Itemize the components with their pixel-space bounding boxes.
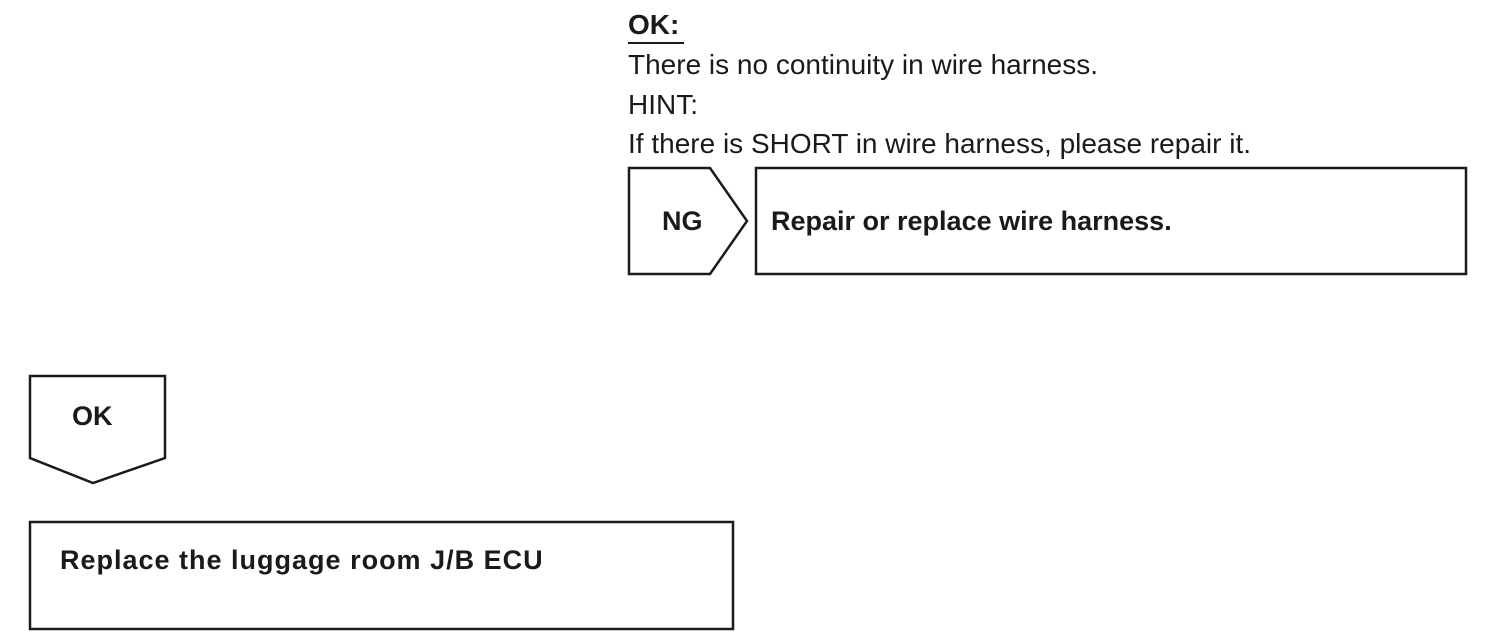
ok-condition-heading: OK:	[628, 9, 680, 40]
hint-label: HINT:	[628, 89, 698, 120]
hint-text: If there is SHORT in wire harness, pleas…	[628, 128, 1251, 159]
ng-action-box	[754, 166, 1468, 276]
ok-tag-shape	[28, 374, 167, 485]
ok-heading-underline	[628, 42, 684, 44]
ok-action-box	[28, 520, 735, 631]
ng-action-label: Repair or replace wire harness.	[771, 206, 1172, 236]
ok-action-label: Replace the luggage room J/B ECU	[60, 545, 544, 575]
ok-condition-text: There is no continuity in wire harness.	[628, 49, 1098, 80]
ok-tag-label: OK	[72, 401, 113, 431]
ng-tag-label: NG	[662, 206, 703, 236]
ng-tag-shape	[627, 166, 749, 276]
